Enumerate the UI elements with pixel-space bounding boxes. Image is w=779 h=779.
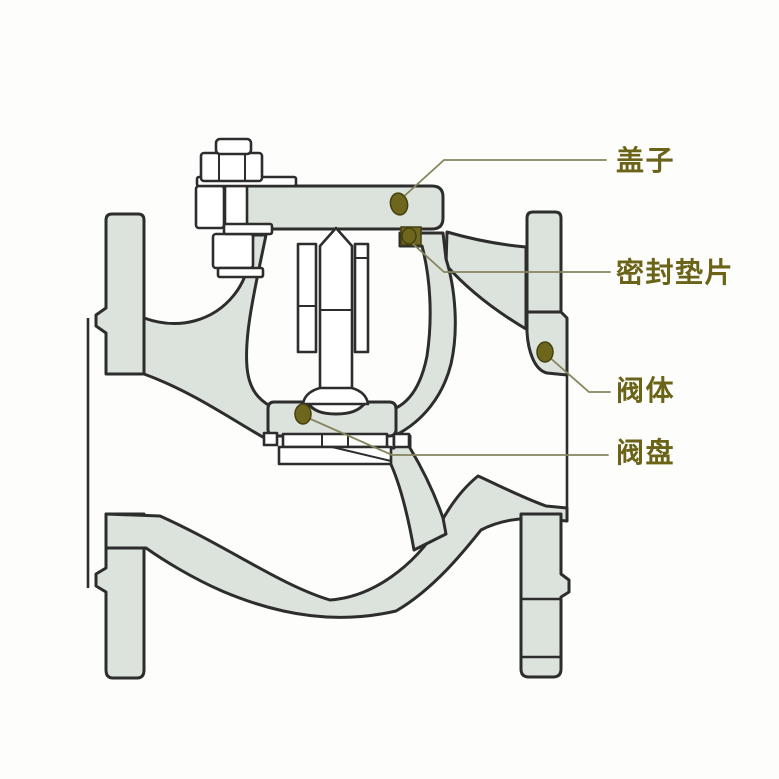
seat-assembly [262,431,411,466]
body-outlet-roof [444,230,528,331]
seat-block [277,445,393,466]
stem-assembly [296,226,370,406]
guide-leg-right [353,242,370,354]
marker-body [536,341,554,363]
marker-cover [389,192,409,216]
label-cover: 盖子 [616,144,675,177]
right-flange-bottom [519,512,571,679]
body-left-neck [142,233,272,443]
seat-notch-right [392,432,411,449]
bracket-block-left [194,184,226,230]
part-labels: 盖子 密封垫片 阀体 阀盘 [616,144,734,469]
cover-plate [225,184,445,231]
hex-nut [199,151,264,183]
part-markers [294,192,554,425]
stem-foot [301,386,370,406]
left-flange-top [94,212,146,376]
valve-body-shape [94,184,571,680]
clamp-plate-bottom [216,266,265,279]
label-body: 阀体 [616,374,675,407]
marker-disc [294,403,312,425]
marker-gasket [401,227,417,245]
body-bottom-band [104,474,569,619]
right-flange-top [525,210,563,314]
bracket-block-lower [211,232,255,270]
leader-gasket [412,243,611,273]
clamp-plate-mid [222,222,274,236]
leader-disc [305,416,609,456]
body-right-wall [394,231,457,437]
valve-stem [318,226,354,400]
seat-detail-line [331,446,392,462]
leader-lines [305,159,611,456]
left-flange-bottom [94,512,146,680]
seat-notch-left [262,431,279,447]
bolt-assembly [194,137,298,279]
flange-face-lines [86,318,569,659]
guide-leg-left [296,242,318,354]
leader-cover [400,159,607,200]
seat-support [386,434,448,552]
bolt-head-top [214,137,253,156]
valve-disc-shape [266,400,398,438]
leader-body [547,355,611,393]
label-gasket: 密封垫片 [616,256,734,289]
label-disc: 阀盘 [616,436,675,469]
